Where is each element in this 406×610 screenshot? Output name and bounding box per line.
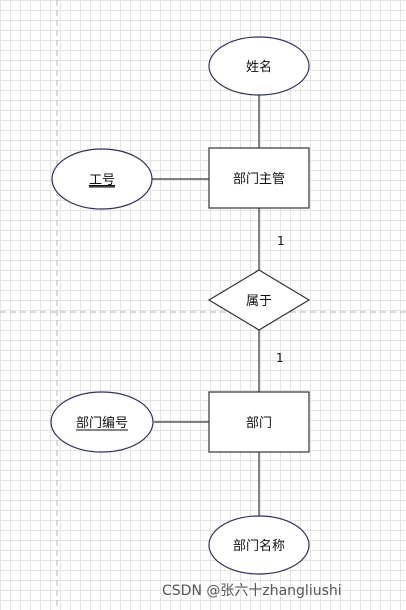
cardinality-top: 1: [277, 234, 285, 248]
entity-manager-label: 部门主管: [233, 172, 285, 187]
connectors: [152, 95, 260, 516]
watermark: CSDN @张六十zhangliushi: [162, 583, 342, 599]
attribute-deptno-label: 部门编号: [76, 416, 128, 431]
entity-manager[interactable]: 部门主管: [208, 147, 310, 209]
relationship-belongs-label: 属于: [246, 294, 272, 309]
attribute-name-shape: [208, 36, 310, 96]
attribute-empno-label: 工号: [89, 173, 115, 188]
entity-dept-label: 部门: [246, 416, 272, 431]
attribute-deptname-shape: [208, 515, 310, 575]
attribute-deptname[interactable]: 部门名称: [208, 515, 310, 575]
cardinality-bottom: 1: [276, 351, 284, 365]
attribute-empno[interactable]: 工号: [51, 148, 153, 210]
attribute-name-label: 姓名: [246, 59, 272, 75]
attribute-deptno-shape: [50, 391, 154, 453]
attribute-empno-shape: [51, 148, 153, 210]
relationship-belongs-shape: [207, 269, 311, 331]
relationship-belongs[interactable]: 属于: [207, 269, 311, 331]
attribute-deptname-label: 部门名称: [233, 538, 285, 554]
entity-dept[interactable]: 部门: [208, 391, 310, 453]
entity-manager-shape: [208, 147, 310, 209]
attribute-deptno[interactable]: 部门编号: [50, 391, 154, 453]
attribute-name[interactable]: 姓名: [208, 36, 310, 96]
entity-dept-shape: [208, 391, 310, 453]
